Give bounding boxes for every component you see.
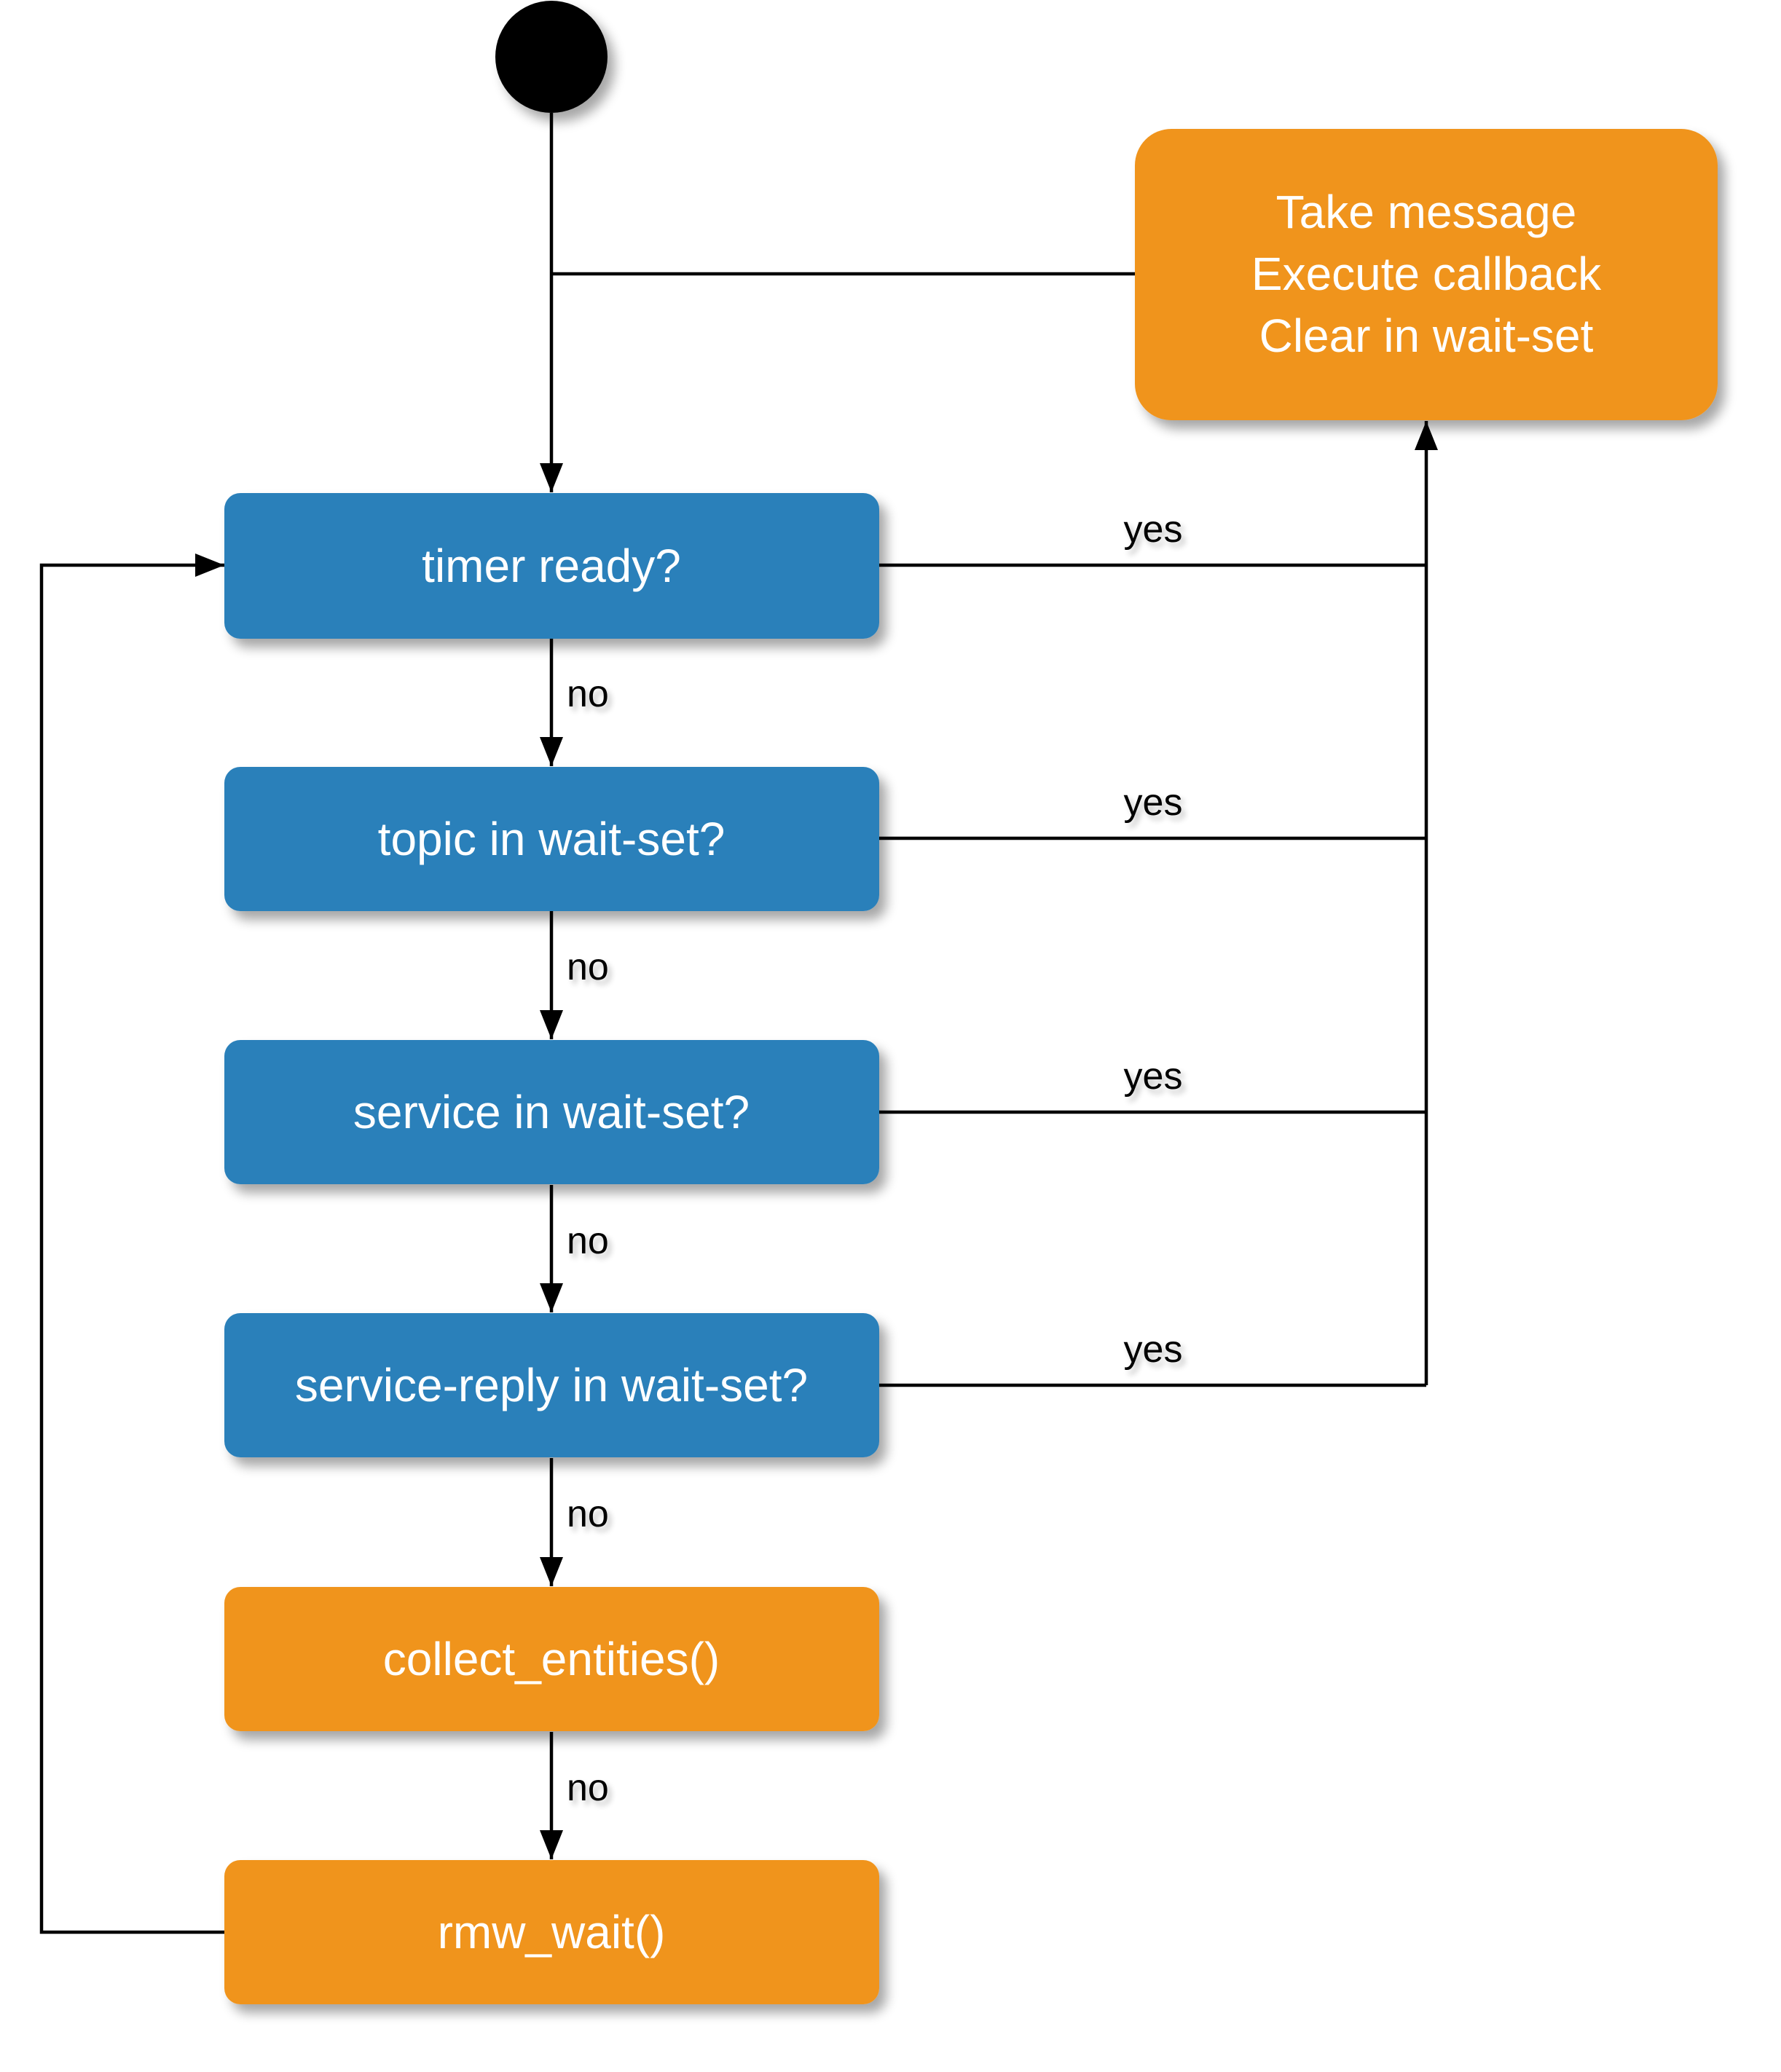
arrowhead-reply bbox=[540, 1283, 563, 1312]
take-message-line-1: Take message bbox=[1276, 186, 1577, 238]
service-reply-in-wait-set-label: service-reply in wait-set? bbox=[295, 1359, 808, 1411]
collect-entities-label: collect_entities() bbox=[383, 1633, 720, 1685]
arrowhead-rmw bbox=[540, 1830, 563, 1859]
edge-labels: yes yes yes yes no no no no no bbox=[567, 508, 1182, 1809]
arrowhead-take bbox=[1415, 421, 1438, 450]
start-node bbox=[495, 1, 608, 113]
arrowhead-collect bbox=[540, 1557, 563, 1586]
topic-in-wait-set-node: topic in wait-set? bbox=[224, 767, 879, 911]
edge-rmw-loop bbox=[39, 563, 224, 1934]
timer-ready-node: timer ready? bbox=[224, 493, 879, 639]
topic-yes-label: yes bbox=[1124, 781, 1183, 824]
collect-entities-node: collect_entities() bbox=[224, 1587, 879, 1731]
rmw-wait-node: rmw_wait() bbox=[224, 1860, 879, 2004]
service-reply-in-wait-set-node: service-reply in wait-set? bbox=[224, 1313, 879, 1457]
topic-no-label: no bbox=[567, 946, 609, 988]
service-no-label: no bbox=[567, 1220, 609, 1262]
collect-no-label: no bbox=[567, 1767, 609, 1809]
reply-yes-label: yes bbox=[1124, 1328, 1183, 1371]
arrowhead-timer bbox=[540, 463, 563, 492]
take-message-node: Take message Execute callback Clear in w… bbox=[1135, 129, 1718, 420]
arrowhead-topic bbox=[540, 737, 563, 766]
arrowhead-loop bbox=[195, 554, 224, 577]
take-message-line-2: Execute callback bbox=[1251, 248, 1602, 300]
timer-no-label: no bbox=[567, 673, 609, 715]
topic-in-wait-set-label: topic in wait-set? bbox=[378, 813, 726, 865]
reply-no-label: no bbox=[567, 1493, 609, 1535]
arrowhead-service bbox=[540, 1010, 563, 1039]
take-message-line-3: Clear in wait-set bbox=[1259, 310, 1594, 362]
edges bbox=[39, 113, 1438, 1934]
service-yes-label: yes bbox=[1124, 1055, 1183, 1098]
service-in-wait-set-node: service in wait-set? bbox=[224, 1040, 879, 1184]
timer-yes-label: yes bbox=[1124, 508, 1183, 551]
rmw-wait-label: rmw_wait() bbox=[438, 1906, 666, 1958]
service-in-wait-set-label: service in wait-set? bbox=[353, 1086, 750, 1138]
timer-ready-label: timer ready? bbox=[422, 540, 681, 592]
